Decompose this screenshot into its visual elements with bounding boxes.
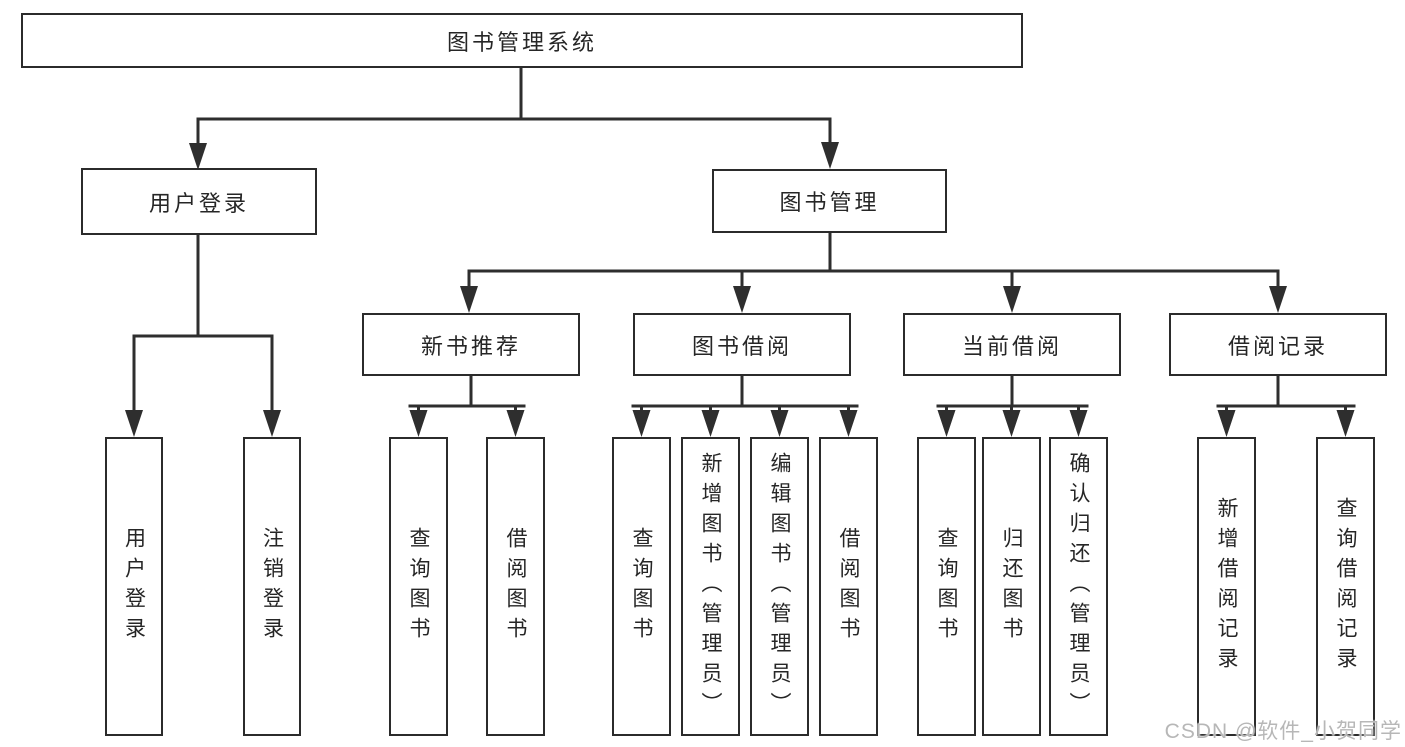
leaf-user-login: 用户登录: [105, 437, 163, 736]
arrow-down-icons: [125, 142, 1355, 437]
leaf-current-confirm-return-admin: 确认归还（管理员）: [1049, 437, 1108, 736]
leaf-recommend-query-books: 查询图书: [389, 437, 448, 736]
leaf-records-add-record: 新增借阅记录: [1197, 437, 1256, 736]
node-book-borrow: 图书借阅: [633, 313, 851, 376]
node-library-management-system: 图书管理系统: [21, 13, 1023, 68]
node-label: 新书推荐: [420, 333, 521, 359]
node-label: 编辑图书（管理员）: [768, 451, 791, 722]
node-label: 图书借阅: [691, 333, 792, 359]
leaf-borrow-add-books-admin: 新增图书（管理员）: [681, 437, 740, 736]
leaf-records-query-record: 查询借阅记录: [1316, 437, 1375, 736]
node-label: 借阅图书: [504, 526, 527, 647]
node-label: 查询图书: [407, 526, 430, 647]
node-label: 确认归还（管理员）: [1067, 451, 1090, 722]
node-label: 当前借阅: [961, 333, 1062, 359]
node-label: 归还图书: [1000, 526, 1023, 647]
node-label: 用户登录: [122, 526, 146, 647]
leaf-borrow-borrow-books: 借阅图书: [819, 437, 878, 736]
node-new-book-recommend: 新书推荐: [362, 313, 580, 376]
node-label: 查询图书: [630, 526, 653, 647]
node-label: 注销登录: [260, 526, 284, 647]
node-label: 图书管理: [779, 190, 880, 215]
node-label: 查询图书: [935, 526, 958, 647]
leaf-current-return-books: 归还图书: [982, 437, 1041, 736]
node-label: 图书管理系统: [446, 29, 597, 55]
node-label: 查询借阅记录: [1334, 496, 1357, 677]
leaf-borrow-edit-books-admin: 编辑图书（管理员）: [750, 437, 809, 736]
leaf-borrow-query-books: 查询图书: [612, 437, 671, 736]
node-current-borrow: 当前借阅: [903, 313, 1121, 376]
node-label: 借阅记录: [1227, 333, 1328, 359]
node-label: 借阅图书: [837, 526, 860, 647]
leaf-logout: 注销登录: [243, 437, 301, 736]
node-label: 新增图书（管理员）: [699, 451, 722, 722]
node-borrow-records: 借阅记录: [1169, 313, 1387, 376]
watermark-text: CSDN @软件_小贺同学: [1164, 720, 1402, 743]
node-label: 新增借阅记录: [1215, 496, 1238, 677]
node-label: 用户登录: [148, 190, 249, 216]
leaf-current-query-books: 查询图书: [917, 437, 976, 736]
leaf-recommend-borrow-books: 借阅图书: [486, 437, 545, 736]
node-user-login: 用户登录: [81, 168, 317, 235]
node-book-management: 图书管理: [712, 169, 947, 233]
